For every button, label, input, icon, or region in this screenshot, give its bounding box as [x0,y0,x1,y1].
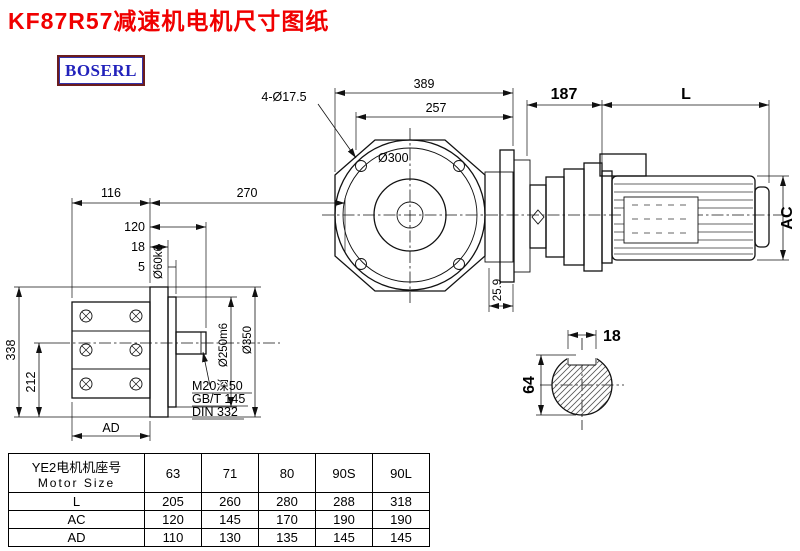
flange-bolt-hole [355,258,367,270]
brand-logo-text: BOSERL [65,60,137,80]
table-cell: 135 [258,528,316,547]
dim-64-label: 64 [521,376,538,394]
table-row-AC: AC 120 145 170 190 190 [8,510,430,529]
table-cell: 288 [315,492,373,511]
dim-257-label: 257 [426,101,447,115]
dim-120-label: 120 [124,220,145,234]
page-title: KF87R57减速机电机尺寸图纸 [8,8,330,34]
table-header-row: YE2电机机座号 Motor Size 63 71 80 90S 90L [8,453,430,493]
table-cell: 145 [372,528,430,547]
motor-assembly [513,153,770,273]
table-header-en: Motor Size [37,475,116,490]
dim-389-label: 389 [414,77,435,91]
housing-bolts [79,309,143,391]
front-view [334,128,515,303]
table-cell: 190 [372,510,430,529]
table-cell: 170 [258,510,316,529]
motor-size-table: YE2电机机座号 Motor Size 63 71 80 90S 90L L 2… [8,453,430,547]
table-row-AD: AD 110 130 135 145 145 [8,528,430,547]
table-col-80: 80 [258,453,316,493]
flange-bolt-hole [355,160,367,172]
dim-25-9-label: 25.9 [492,279,504,301]
dim-338-label: 338 [4,340,18,361]
dim-212-label: 212 [24,372,38,393]
table-row-label: AD [8,528,145,547]
table-col-90S: 90S [315,453,373,493]
fan-cover [754,186,770,248]
table-cell: 318 [372,492,430,511]
dim-18-label: 18 [131,240,145,254]
tap-note-1: M20深50 [192,379,243,393]
table-cell: 145 [201,510,259,529]
table-row-label: L [8,492,145,511]
side-view [58,286,280,418]
table-cell: 260 [201,492,259,511]
dim-key-18-label: 18 [603,328,621,345]
table-row-label: AC [8,510,145,529]
dim-shaft-diameter-label: Ø60k6 [153,245,165,279]
keyway [567,358,597,366]
terminal-box [599,153,647,177]
coupling-diamond-mark [531,209,545,225]
table-cell: 145 [315,528,373,547]
brand-logo: BOSERL [57,55,145,86]
flange-bolt-hole [453,258,465,270]
front-view-dimensions: 389 257 4-Ø17.5 Ø300 25.9 [261,77,514,312]
table-col-90L: 90L [372,453,430,493]
side-view-dimensions: 116 270 120 18 5 Ø60k6 Ø250m6 Ø350 [4,186,346,441]
motor-dimensions: 187 L AC [526,86,796,261]
dim-flange-diameter-label: Ø350 [242,326,254,354]
flange-spigot [167,296,177,408]
dim-bolt-holes-label: 4-Ø17.5 [261,90,306,104]
output-flange [149,286,169,418]
table-col-71: 71 [201,453,259,493]
dim-L-label: L [681,86,691,103]
dim-270-label: 270 [237,186,258,200]
table-cell: 205 [144,492,202,511]
motor-nameplate [623,196,699,244]
shaft-section-view: 18 64 [521,328,624,430]
dim-300-label: Ø300 [378,151,409,165]
table-cell: 190 [315,510,373,529]
table-cell: 280 [258,492,316,511]
dim-AC-label: AC [779,206,796,230]
table-header-cell: YE2电机机座号 Motor Size [8,453,145,493]
dim-spigot-diameter-label: Ø250m6 [218,323,230,367]
tap-note-3: DIN 332 [192,405,238,419]
table-header-cn: YE2电机机座号 [31,459,122,475]
tap-note-2: GB/T 145 [192,392,245,406]
table-cell: 110 [144,528,202,547]
table-row-L: L 205 260 280 288 318 [8,492,430,511]
dim-187-label: 187 [551,86,578,103]
table-cell: 130 [201,528,259,547]
dim-AD-label: AD [102,421,119,435]
dim-116-label: 116 [101,186,121,200]
flange-bolt-hole [453,160,465,172]
dim-5-label: 5 [138,260,145,274]
table-col-63: 63 [144,453,202,493]
table-cell: 120 [144,510,202,529]
